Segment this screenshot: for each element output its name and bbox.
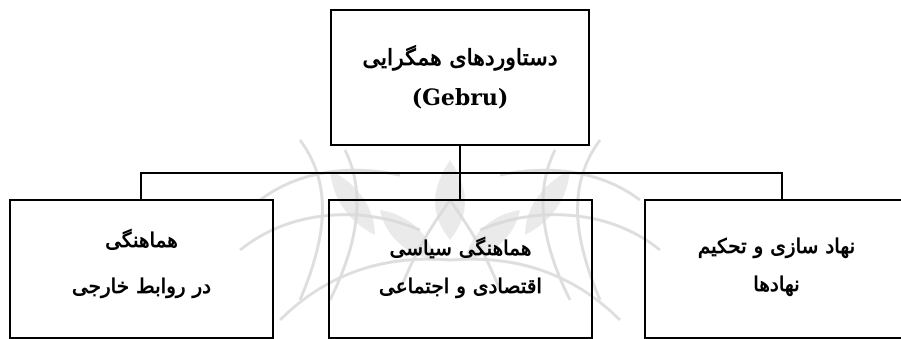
root-node-subtitle: (Gebru) <box>411 84 509 111</box>
root-node-title: دستاوردهای همگرایی <box>362 44 558 71</box>
child-node-box-left: هماهنگی در روابط خارجی <box>9 199 274 339</box>
diagram-canvas: دستاوردهای همگرایی (Gebru) نهاد سازی و ت… <box>9 9 901 339</box>
root-node-box: دستاوردهای همگرایی (Gebru) <box>330 9 590 146</box>
child-node-box-right: نهاد سازی و تحکیم نهادها <box>644 199 901 339</box>
child-node-left-line1: هماهنگی <box>105 228 178 252</box>
connector-lines <box>140 146 783 199</box>
child-node-middle-line1: هماهنگی سیاسی <box>389 236 532 260</box>
child-node-left-line2: در روابط خارجی <box>71 274 212 298</box>
child-node-right-line2: نهادها <box>753 272 800 296</box>
child-node-box-middle: هماهنگی سیاسی اقتصادی و اجتماعی <box>328 199 593 339</box>
child-node-right-line1: نهاد سازی و تحکیم <box>697 234 856 258</box>
child-node-middle-line2: اقتصادی و اجتماعی <box>379 274 542 298</box>
watermark-ornament-icon <box>239 139 661 322</box>
